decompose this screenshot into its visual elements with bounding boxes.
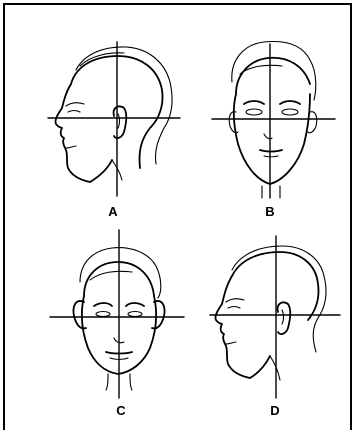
figure-label-a: A	[108, 204, 117, 219]
figure-label-d: D	[270, 403, 279, 418]
head-front-c	[50, 230, 184, 398]
figure-label-b: B	[265, 204, 274, 219]
figure-label-c: C	[116, 403, 125, 418]
head-profile-d	[210, 236, 340, 398]
head-front-b	[212, 42, 335, 198]
head-profile-a	[48, 42, 180, 196]
